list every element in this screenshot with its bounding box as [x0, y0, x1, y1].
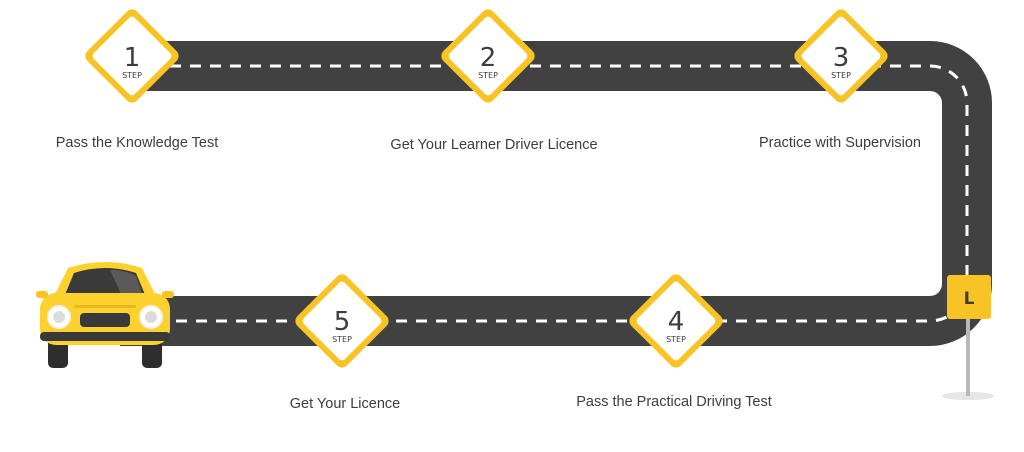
step-3-marker: 3 STEP: [794, 9, 888, 103]
car-icon: [36, 262, 174, 368]
step-3-label: STEP: [831, 71, 851, 80]
step-4-marker: 4 STEP: [629, 274, 723, 368]
step-3-number: 3: [833, 43, 850, 73]
step-2-label: STEP: [478, 71, 498, 80]
step-4-caption: Pass the Practical Driving Test: [576, 394, 772, 410]
step-5-caption: Get Your Licence: [289, 396, 401, 412]
step-2-number: 2: [480, 43, 497, 73]
step-1-caption: Pass the Knowledge Test: [55, 135, 219, 151]
step-1-number: 1: [124, 43, 141, 73]
learner-sign-letter: L: [964, 289, 975, 309]
step-4-number: 4: [668, 307, 685, 337]
step-4-label: STEP: [666, 335, 686, 344]
step-2-caption: Get Your Learner Driver Licence: [390, 137, 598, 153]
step-1-label: STEP: [122, 71, 142, 80]
learner-sign-icon: L: [942, 275, 994, 400]
road-center-line: [120, 64, 969, 323]
step-5-number: 5: [334, 307, 351, 337]
road: [120, 41, 992, 346]
step-5-label: STEP: [332, 335, 352, 344]
step-1-marker: 1 STEP: [85, 9, 179, 103]
step-3-caption: Practice with Supervision: [759, 135, 921, 151]
step-2-marker: 2 STEP: [441, 9, 535, 103]
step-5-marker: 5 STEP: [295, 274, 389, 368]
